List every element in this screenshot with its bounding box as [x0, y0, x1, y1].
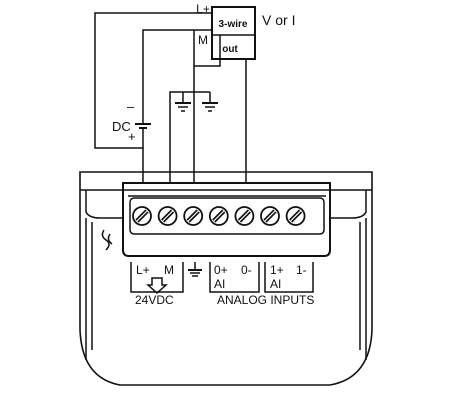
sensor-out-label: out [222, 44, 238, 55]
sensor-power-minus-label: M [198, 33, 208, 47]
voltage-label: 24VDC [135, 293, 174, 307]
wiring [94, 12, 247, 183]
sensor-label: 3-wire [219, 19, 248, 30]
terminal-screw [132, 206, 152, 226]
sensor-signal-label: V or I [262, 12, 295, 28]
brand-logo [101, 229, 113, 251]
ch1-minus-label: 1- [296, 263, 307, 277]
dc-supply: DC – + [112, 99, 151, 148]
dc-label: DC [112, 119, 131, 134]
terminal-screw [285, 206, 306, 226]
ch0-tag-label: AI [214, 277, 225, 291]
ch1-plus-label: 1+ [270, 263, 284, 277]
analog-inputs-label: ANALOG INPUTS [217, 293, 314, 307]
terminal-lplus-label: L+ [136, 263, 150, 277]
dc-minus-label: – [127, 99, 135, 114]
terminal-block [122, 182, 331, 257]
ch0-minus-label: 0- [241, 263, 252, 277]
ch0-plus-label: 0+ [214, 263, 228, 277]
ground-icon [202, 102, 218, 112]
terminal-screws [132, 206, 306, 226]
terminal-screw [183, 206, 204, 226]
sensor-power-plus-label: L+ [196, 2, 210, 16]
ground-icon [175, 102, 191, 112]
ground-icon [188, 262, 202, 277]
terminal-screw [234, 206, 255, 226]
terminal-m-label: M [164, 263, 174, 277]
terminal-screw [208, 206, 229, 226]
terminal-screw [157, 206, 178, 226]
dc-plus-label: + [128, 129, 136, 144]
terminal-labels: L+ M 24VDC 0+ 0- AI 1+ 1- AI ANALOG INPU… [130, 262, 314, 307]
ch1-tag-label: AI [270, 277, 281, 291]
arrow-down-icon [146, 277, 168, 295]
terminal-screw [260, 206, 280, 226]
